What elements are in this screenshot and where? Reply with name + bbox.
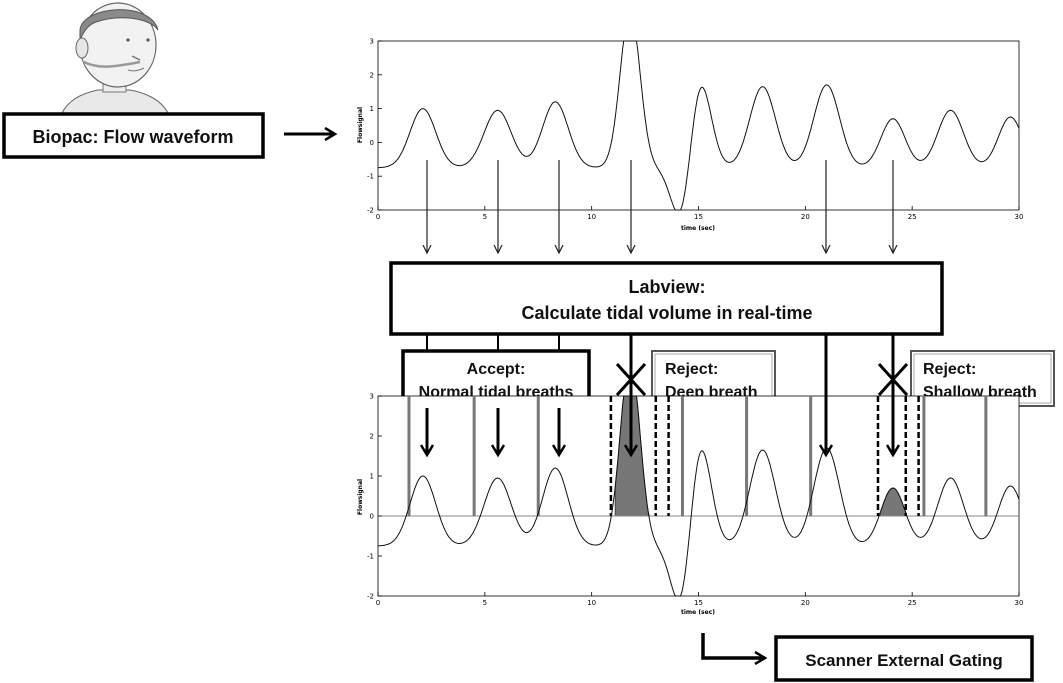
x-tick-label: 25 [908, 599, 917, 607]
labview-box: Labview: Calculate tidal volume in real-… [389, 261, 944, 336]
to-scanner-arrow [701, 633, 765, 658]
biopac-box: Biopac: Flow waveform [2, 112, 265, 159]
y-tick-label: -1 [367, 173, 374, 181]
labview-to-plot-arrows [427, 334, 893, 455]
plot-to-labview-arrows [427, 160, 893, 253]
x-mark-icon [615, 362, 647, 397]
top-plot-ylabel: Flowsignal [357, 107, 364, 143]
biopac-label: Biopac: Flow waveform [32, 127, 233, 147]
reject-deep-title: Reject: [665, 361, 718, 378]
y-tick-label: 1 [370, 473, 374, 481]
x-tick-label: 30 [1015, 213, 1024, 221]
scanner-gating-box: Scanner External Gating [774, 635, 1034, 682]
x-tick-label: 0 [376, 213, 380, 221]
top-flow-waveform [378, 40, 1020, 211]
accept-title: Accept: [467, 361, 526, 378]
y-tick-label: 0 [370, 513, 374, 521]
y-tick-label: 2 [370, 71, 374, 79]
x-tick-label: 20 [801, 599, 810, 607]
y-tick-label: 0 [370, 139, 374, 147]
x-tick-label: 15 [694, 213, 703, 221]
x-tick-label: 0 [376, 599, 380, 607]
patient-with-nasal-cannula-icon [61, 2, 169, 114]
x-tick-label: 15 [694, 599, 703, 607]
y-tick-label: -1 [367, 553, 374, 561]
bottom-plot-xlabel: time (sec) [681, 609, 715, 616]
gate-trigger-markers [407, 396, 988, 516]
y-tick-label: 1 [370, 105, 374, 113]
y-tick-label: 3 [370, 393, 374, 401]
scanner-label: Scanner External Gating [805, 651, 1002, 670]
bottom-flow-waveform [378, 395, 1020, 597]
x-tick-label: 25 [908, 213, 917, 221]
x-tick-label: 30 [1015, 599, 1024, 607]
x-tick-label: 5 [483, 213, 487, 221]
x-tick-label: 10 [587, 599, 596, 607]
labview-subtitle: Calculate tidal volume in real-time [521, 303, 812, 323]
bottom-plot-ylabel: Flowsignal [357, 479, 364, 515]
y-tick-label: -2 [367, 593, 374, 601]
y-tick-label: -2 [367, 207, 374, 215]
reject-shallow-title: Reject: [923, 361, 976, 378]
rejection-window-markers [609, 396, 920, 516]
top-plot-xlabel: time (sec) [681, 225, 715, 232]
y-tick-label: 2 [370, 433, 374, 441]
x-tick-label: 5 [483, 599, 487, 607]
labview-title: Labview: [628, 277, 705, 297]
x-tick-label: 20 [801, 213, 810, 221]
x-mark-icon [877, 362, 909, 397]
y-tick-label: 3 [370, 38, 374, 46]
labview-connectors [426, 334, 560, 351]
x-tick-label: 10 [587, 213, 596, 221]
